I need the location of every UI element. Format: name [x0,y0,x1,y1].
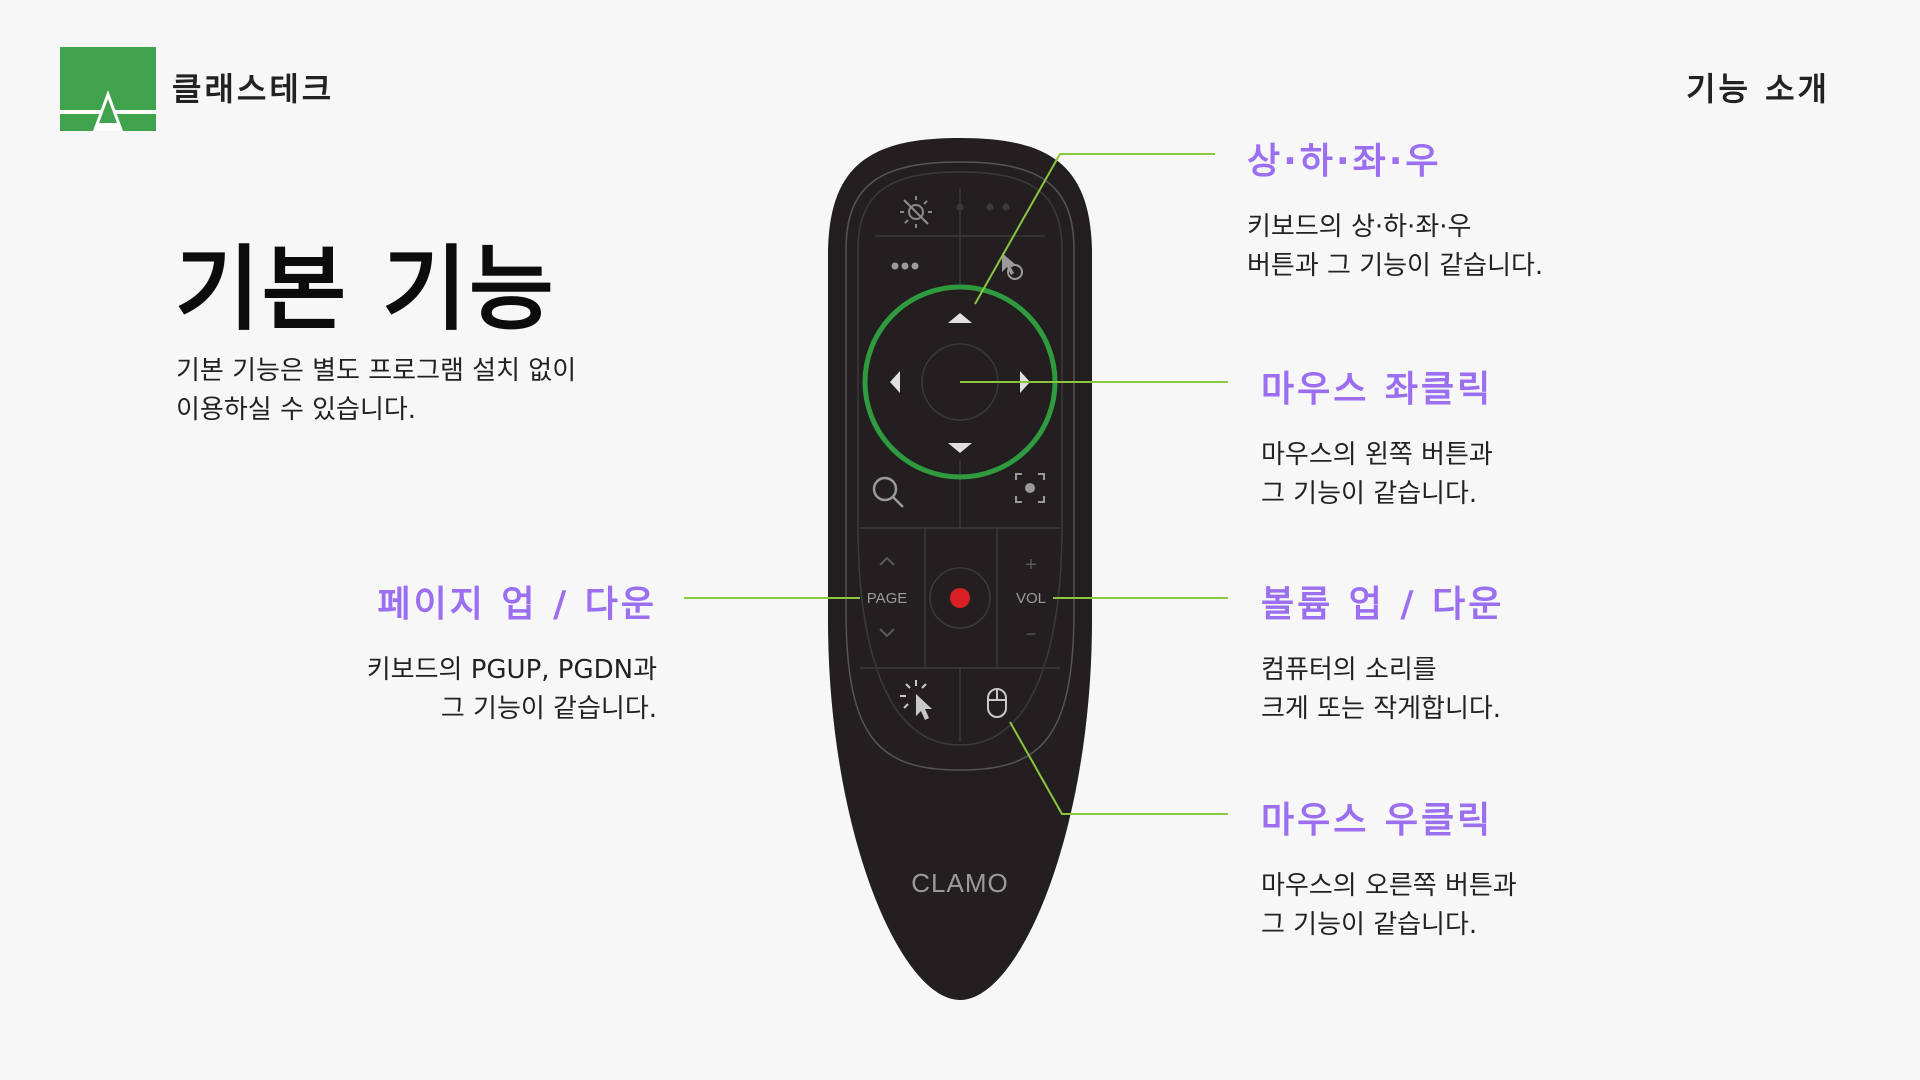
feature-left-click-description: 마우스의 왼쪽 버튼과 그 기능이 같습니다. [1261,436,1493,514]
remote-panel-outline [845,161,1075,771]
remote-body [828,138,1092,1000]
feature-arrows-desc-line: 키보드의 상·하·좌·우 [1247,212,1472,242]
feature-volume-title: 볼륨 업 / 다운 [1261,584,1505,625]
screenshot-focus-icon[interactable] [1015,473,1045,503]
pointer-rotate-icon[interactable] [1002,253,1023,280]
remote-brand-label: CLAMO [911,868,1008,898]
indicator-dots [956,203,1010,211]
brand-name: 클래스테크 [172,70,335,108]
feature-page-title: 페이지 업 / 다운 [377,584,657,625]
feature-left-click-desc-line: 마우스의 왼쪽 버튼과 [1261,440,1493,470]
record-dot-icon [950,588,970,608]
feature-page-description: 키보드의 PGUP, PGDN과 그 기능이 같습니다. [367,651,657,729]
feature-arrows-desc-line: 버튼과 그 기능이 같습니다. [1247,251,1544,281]
search-icon[interactable] [872,476,904,508]
feature-left-click-desc-line: 그 기능이 같습니다. [1261,479,1478,509]
feature-volume-description: 컴퓨터의 소리를 크게 또는 작게합니다. [1261,651,1501,729]
feature-right-click-desc-line: 마우스의 오른쪽 버튼과 [1261,871,1517,901]
feature-volume-desc-line: 크게 또는 작게합니다. [1261,694,1502,724]
feature-page-desc-line: 키보드의 PGUP, PGDN과 [366,655,657,685]
page-down-chevron[interactable] [879,628,895,638]
page-title: 기본 기능 [175,236,556,343]
laser-pointer-icon[interactable] [900,680,932,720]
mountain-logo-icon [60,47,156,131]
feature-right-click-desc-line: 그 기능이 같습니다. [1261,910,1478,940]
intro-description: 기본 기능은 별도 프로그램 설치 없이 이용하실 수 있습니다. [176,352,646,430]
arrow-down-icon[interactable] [948,443,972,453]
vol-minus-label[interactable]: − [1026,624,1037,644]
intro-description-line: 기본 기능은 별도 프로그램 설치 없이 [176,356,577,386]
leader-right-click [1009,721,1228,815]
leader-arrows [974,153,1215,305]
arrow-up-icon[interactable] [948,313,972,323]
feature-left-click-title: 마우스 좌클릭 [1261,369,1494,410]
vol-plus-label[interactable]: + [1025,554,1037,576]
sun-off-icon[interactable] [900,196,932,228]
mouse-icon[interactable] [987,688,1007,718]
record-button[interactable] [929,567,991,629]
feature-page-desc-line: 그 기능이 같습니다. [440,694,657,724]
arrow-left-icon[interactable] [890,371,900,393]
feature-volume-desc-line: 컴퓨터의 소리를 [1261,655,1437,685]
page-up-chevron[interactable] [879,556,895,566]
dots-icon[interactable] [891,262,919,270]
feature-arrows-title: 상·하·좌·우 [1247,141,1442,182]
feature-right-click-description: 마우스의 오른쪽 버튼과 그 기능이 같습니다. [1261,867,1517,945]
section-label: 기능 소개 [1686,70,1830,108]
feature-right-click-title: 마우스 우클릭 [1261,800,1494,841]
feature-arrows-description: 키보드의 상·하·좌·우 버튼과 그 기능이 같습니다. [1247,208,1543,286]
intro-description-line: 이용하실 수 있습니다. [176,395,417,425]
vol-label: VOL [1016,590,1046,607]
page-label: PAGE [867,590,908,607]
